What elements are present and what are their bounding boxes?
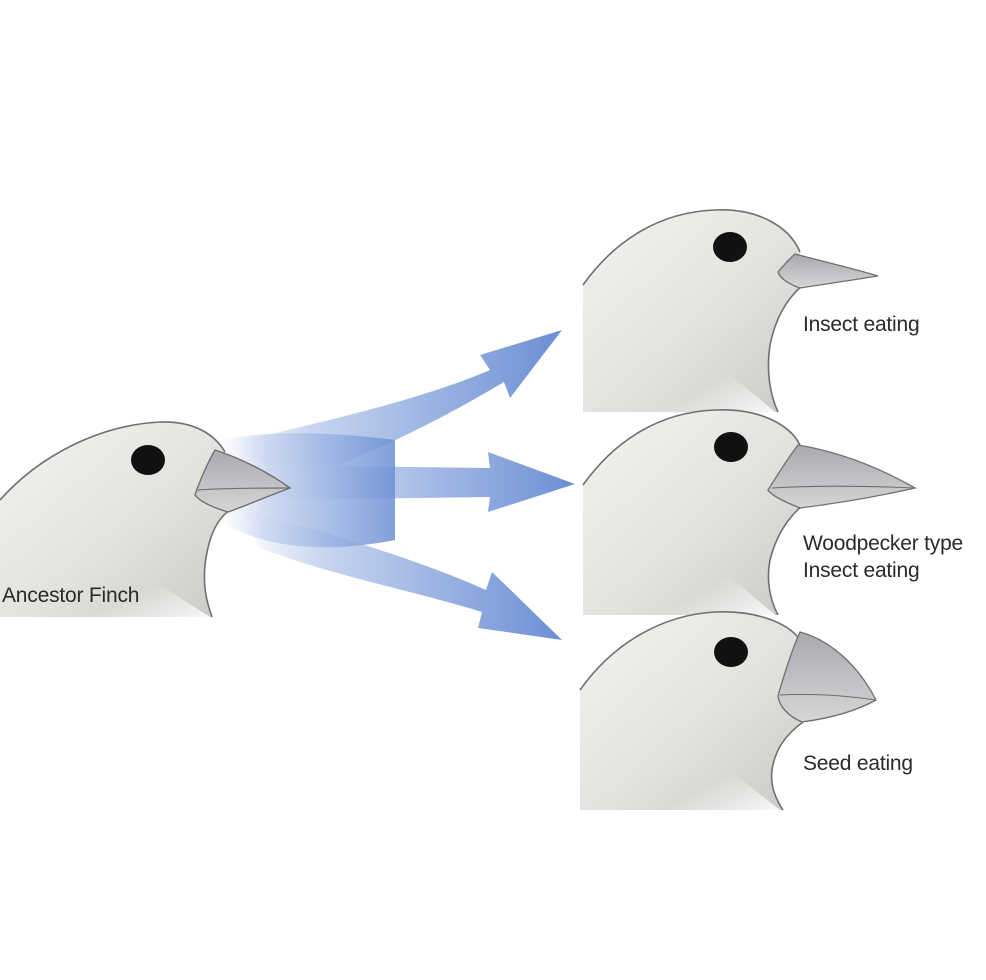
top-eye — [713, 232, 747, 262]
ancestor-beak — [194, 449, 292, 513]
ancestor-eye — [131, 445, 165, 475]
bottom-eye — [714, 637, 748, 667]
bottom-fade — [580, 700, 780, 810]
top-beak — [777, 253, 879, 289]
ancestor-finch-head — [0, 421, 292, 618]
woodpecker-type-label: Woodpecker type Insect eating — [803, 530, 986, 584]
woodpecker-type-label-line2: Insect eating — [803, 559, 920, 582]
ancestor-fade — [0, 520, 210, 617]
bottom-beak-line — [779, 693, 877, 701]
woodpecker-type-finch-head — [582, 409, 917, 616]
ancestor-head-outline — [0, 421, 231, 618]
insect-eating-finch-head — [582, 209, 879, 413]
bottom-beak — [777, 631, 877, 723]
arrow-origin-blend — [222, 433, 395, 548]
top-head-outline — [582, 209, 804, 413]
seed-eating-label: Seed eating — [803, 752, 913, 775]
middle-beak — [767, 444, 917, 509]
woodpecker-type-label-line1: Woodpecker type — [803, 532, 964, 555]
insect-eating-label: Insect eating — [803, 313, 920, 336]
middle-fade — [583, 500, 775, 615]
ancestor-beak-line — [197, 487, 291, 491]
middle-beak-line — [771, 485, 916, 489]
middle-head-outline — [582, 409, 804, 616]
top-fade — [583, 300, 775, 412]
evolution-arrows — [222, 330, 575, 640]
ancestor-finch-label: Ancestor Finch — [2, 584, 140, 607]
middle-eye — [714, 432, 748, 462]
seed-eating-finch-head — [579, 611, 877, 811]
bottom-head-outline — [579, 611, 804, 811]
